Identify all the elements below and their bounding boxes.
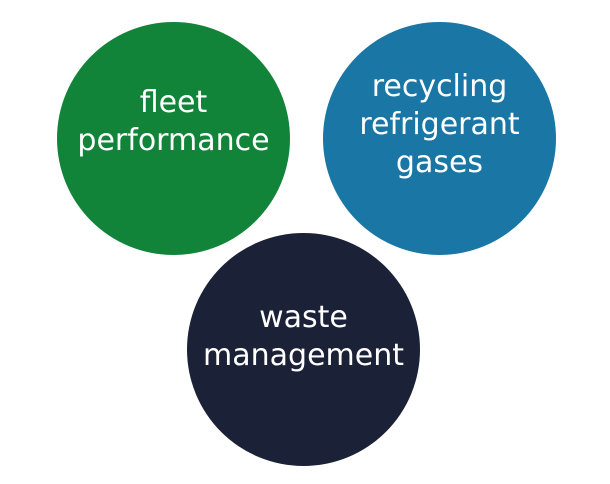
circle-fleet-performance: fleet performance — [57, 22, 290, 255]
circle-label: fleet performance — [77, 84, 270, 158]
circle-recycling-refrigerant-gases: recycling refrigerant gases — [323, 22, 556, 255]
circle-label: recycling refrigerant gases — [359, 68, 520, 180]
circle-waste-management: waste management — [187, 233, 420, 466]
circle-label: waste management — [203, 299, 404, 373]
